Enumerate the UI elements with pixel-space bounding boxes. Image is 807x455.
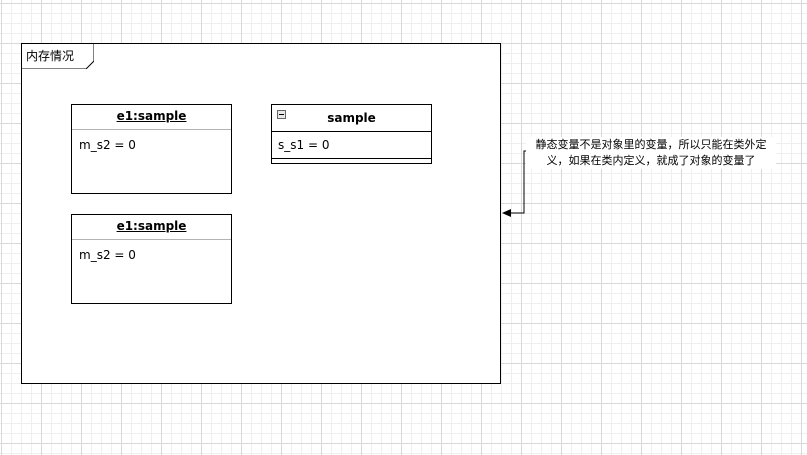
frame-tab-outline [22, 44, 94, 69]
class-box-sample[interactable]: sample s_s1 = 0 [271, 104, 432, 164]
arrowhead-icon [502, 209, 511, 217]
class-title: sample [327, 111, 376, 125]
collapse-icon[interactable] [277, 110, 286, 119]
frame-label-tab: 内存情况 [22, 44, 94, 69]
memory-frame[interactable]: 内存情况 [21, 43, 501, 384]
object-box-2[interactable]: e1:sample m_s2 = 0 [71, 214, 232, 304]
object-attribute: m_s2 = 0 [79, 138, 136, 152]
class-attribute: s_s1 = 0 [278, 138, 330, 152]
class-header: sample [272, 105, 431, 132]
object-title: e1:sample [72, 105, 231, 130]
note-line-2: 义，如果在类内定义，就成了对象的变量了 [546, 154, 756, 167]
object-attribute: m_s2 = 0 [79, 248, 136, 262]
object-title: e1:sample [72, 215, 231, 240]
class-attributes-section: s_s1 = 0 [272, 132, 431, 159]
note-text[interactable]: 静态变量不是对象里的变量，所以只能在类外定 义，如果在类内定义，就成了对象的变量… [526, 137, 776, 169]
object-box-1[interactable]: e1:sample m_s2 = 0 [71, 104, 232, 194]
note-line-1: 静态变量不是对象里的变量，所以只能在类外定 [535, 138, 767, 151]
frame-label: 内存情况 [26, 49, 75, 63]
